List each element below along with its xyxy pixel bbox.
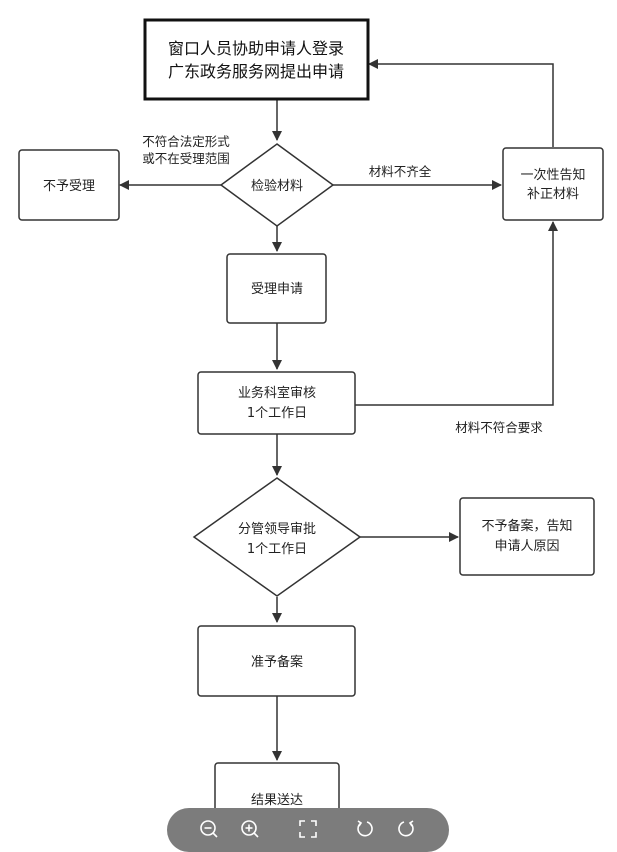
- node-start: 窗口人员协助申请人登录 广东政务服务网提出申请: [143, 18, 370, 101]
- edge-review-to-notify: [355, 221, 558, 406]
- edges: [119, 59, 558, 761]
- edge-label-incomplete: 材料不齐全: [369, 164, 432, 179]
- node-deny-line2: 申请人原因: [494, 539, 559, 554]
- node-accept: 受理申请: [226, 253, 327, 324]
- node-review-line2: 1个工作日: [247, 406, 307, 421]
- rotate-right-icon[interactable]: [395, 818, 417, 840]
- node-notify-line1: 一次性告知: [520, 167, 585, 183]
- edge-label-nonconforming: 材料不符合要求: [455, 420, 543, 435]
- node-reject: 不予受理: [18, 149, 120, 221]
- node-check-label: 检验材料: [251, 178, 303, 194]
- viewer-toolbar: [167, 808, 449, 852]
- node-reject-label: 不予受理: [43, 179, 95, 194]
- node-approve-line1: 分管领导审批: [238, 522, 316, 537]
- node-start-line2: 广东政务服务网提出申请: [168, 62, 344, 81]
- node-start-line1: 窗口人员协助申请人登录: [168, 39, 344, 58]
- zoom-in-icon[interactable]: [239, 818, 261, 840]
- rotate-left-icon[interactable]: [354, 818, 376, 840]
- node-approve: 分管领导审批 1个工作日: [192, 477, 362, 597]
- node-review-line1: 业务科室审核: [238, 385, 316, 401]
- node-notify-line2: 补正材料: [527, 187, 579, 202]
- node-deny-line1: 不予备案，告知: [481, 518, 572, 534]
- node-grant-label: 准予备案: [251, 654, 303, 670]
- edge-label-reject-1: 不符合法定形式: [142, 134, 230, 149]
- edge-label-reject-2: 或不在受理范围: [142, 151, 230, 166]
- node-check: 检验材料: [219, 143, 335, 227]
- node-grant: 准予备案: [197, 625, 356, 697]
- node-deliver-label: 结果送达: [251, 793, 303, 808]
- node-notify: 一次性告知 补正材料: [502, 147, 604, 221]
- node-accept-label: 受理申请: [251, 282, 303, 297]
- node-approve-line2: 1个工作日: [247, 542, 307, 557]
- node-deny: 不予备案，告知 申请人原因: [459, 497, 595, 576]
- zoom-out-icon[interactable]: [198, 818, 220, 840]
- edge-notify-to-start: [368, 59, 554, 147]
- fullscreen-icon[interactable]: [297, 818, 319, 840]
- node-review: 业务科室审核 1个工作日: [197, 371, 356, 435]
